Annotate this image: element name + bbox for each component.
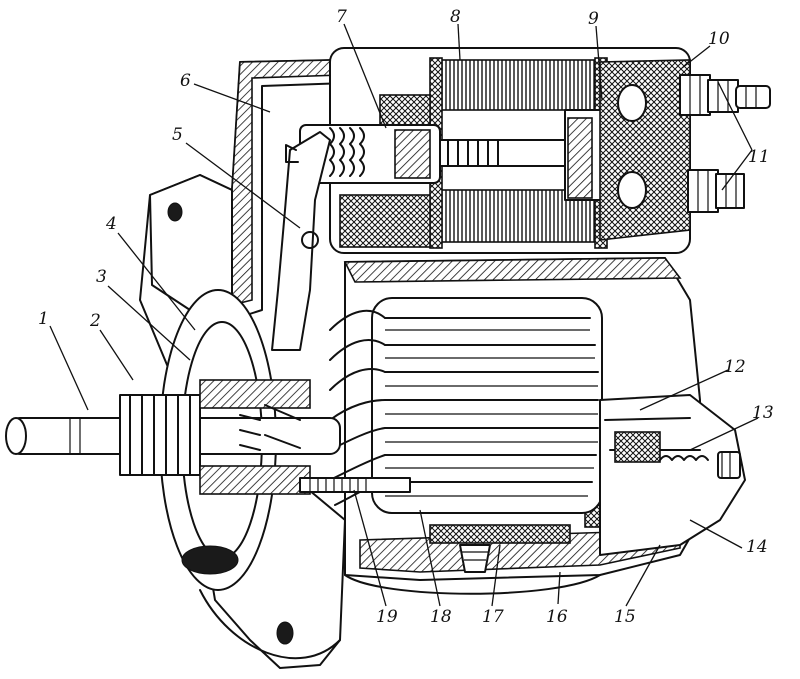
callout-18: 18 [430, 607, 452, 627]
through-bolt [299, 477, 411, 493]
callout-10: 10 [708, 29, 730, 49]
terminal-stud-upper [679, 74, 771, 116]
callout-3: 3 [96, 267, 107, 287]
overrunning-clutch [239, 404, 301, 451]
callout-9: 9 [588, 9, 599, 29]
callout-11: 11 [748, 147, 770, 167]
callout-12: 12 [724, 357, 746, 377]
callout-15: 15 [614, 607, 636, 627]
callout-4: 4 [105, 214, 117, 234]
terminal-stud-lower [687, 169, 745, 213]
terminal-cover [599, 59, 691, 241]
armature-windings [329, 309, 386, 506]
starter-drawing [5, 47, 771, 669]
callout-6: 6 [180, 71, 191, 91]
callout-labels: 1 2 3 4 5 6 7 8 9 10 11 12 13 14 15 16 1… [38, 7, 774, 627]
callout-7: 7 [336, 7, 347, 27]
callout-13: 13 [752, 403, 774, 423]
callout-8: 8 [450, 7, 461, 27]
callout-2: 2 [89, 311, 101, 331]
flange-bolt-hole-upper [167, 202, 183, 222]
pole-screw [459, 544, 491, 573]
armature-core [371, 297, 603, 514]
flange-bolt-hole-lower [276, 621, 294, 645]
return-spring [329, 127, 365, 177]
callout-14: 14 [746, 537, 768, 557]
callout-19: 19 [376, 607, 398, 627]
solenoid-coil-upper [431, 59, 603, 111]
brush-holder [614, 431, 661, 463]
shaft-end-cap [5, 417, 27, 455]
field-frame-wall [343, 257, 682, 283]
callout-16: 16 [546, 607, 568, 627]
leader-lines [49, 23, 759, 607]
drive-pinion [119, 394, 201, 476]
shift-lever [271, 131, 331, 351]
callout-17: 17 [482, 607, 504, 627]
callout-5: 5 [172, 125, 183, 145]
plunger-rod [439, 139, 571, 167]
callout-1: 1 [38, 309, 49, 329]
